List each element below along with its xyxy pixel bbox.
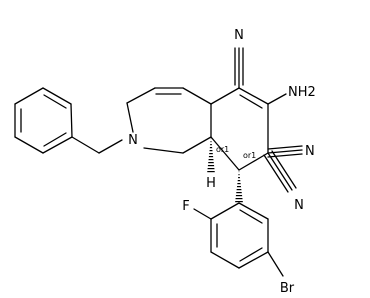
phenyl-ring (14, 87, 73, 154)
stereo-label-c8a: or1 (216, 145, 229, 154)
benzyl-linker (71, 136, 123, 154)
cyclohexadiene-ring (210, 87, 269, 171)
nitrile-right-lower (263, 150, 297, 193)
nitrile-n-right-lower-label: N (294, 198, 304, 213)
fluorobromophenyl-ring (210, 202, 269, 269)
nitrile-n-right-upper-label: N (305, 144, 315, 159)
hashed-wedge-aryl (235, 170, 243, 203)
nitrile-right-upper (267, 145, 303, 158)
hashed-wedge-h (207, 137, 215, 174)
ring-fusion-h-label: H (206, 176, 216, 191)
nitrile-top (234, 47, 244, 89)
piperidine-ring (126, 87, 212, 154)
nitrile-n-top-label: N (234, 28, 244, 43)
stereo-label-c8: or1 (243, 151, 256, 160)
bromine-bond (267, 251, 284, 277)
fluorine-label: F (182, 199, 189, 214)
bromine-label: Br (280, 281, 295, 296)
ring-nitrogen-label: N (128, 133, 138, 148)
amino-label: NH2 (288, 85, 316, 100)
amino-bond (267, 93, 287, 105)
fluorine-bond (193, 208, 212, 220)
